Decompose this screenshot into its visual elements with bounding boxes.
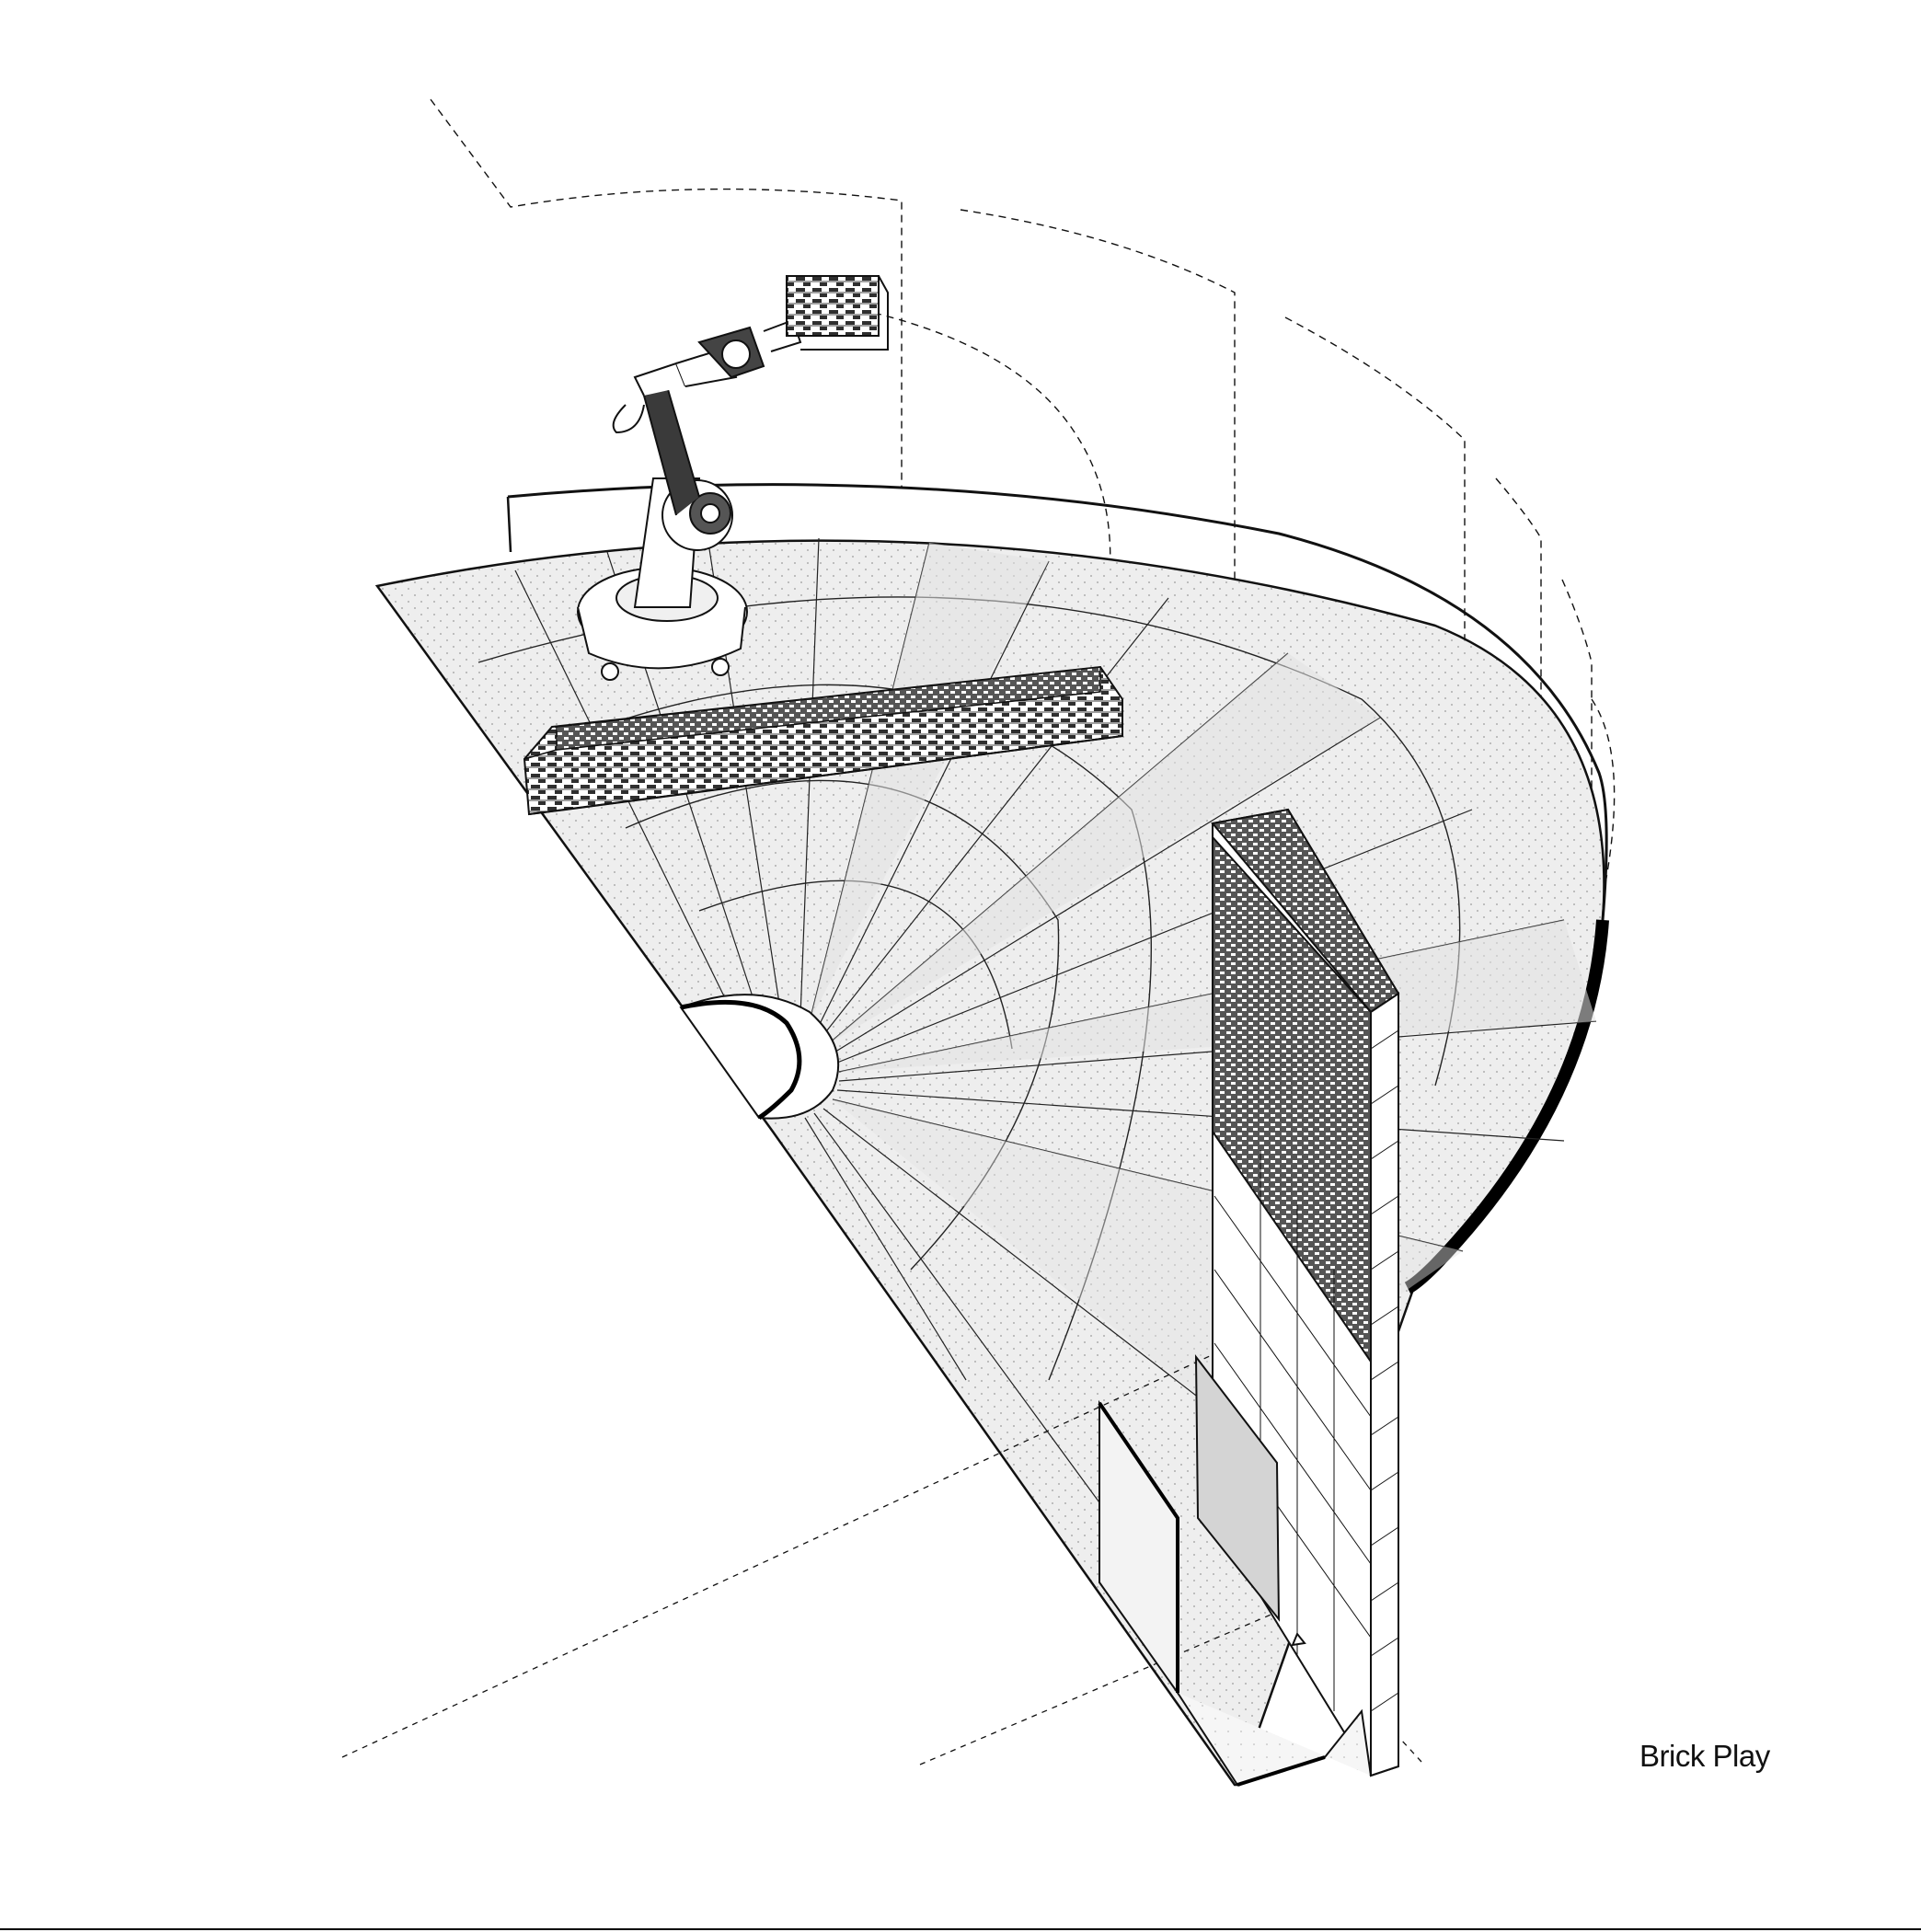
dashed-section-planes — [430, 98, 1616, 1087]
center-hub — [679, 994, 840, 1121]
robot-arm-icon — [577, 275, 889, 681]
brick-wall-icon — [523, 665, 1123, 816]
drawing-caption: Brick Play — [1639, 1739, 1770, 1773]
wall-panel — [1098, 1354, 1372, 1787]
bottom-rule — [0, 1928, 1921, 1930]
